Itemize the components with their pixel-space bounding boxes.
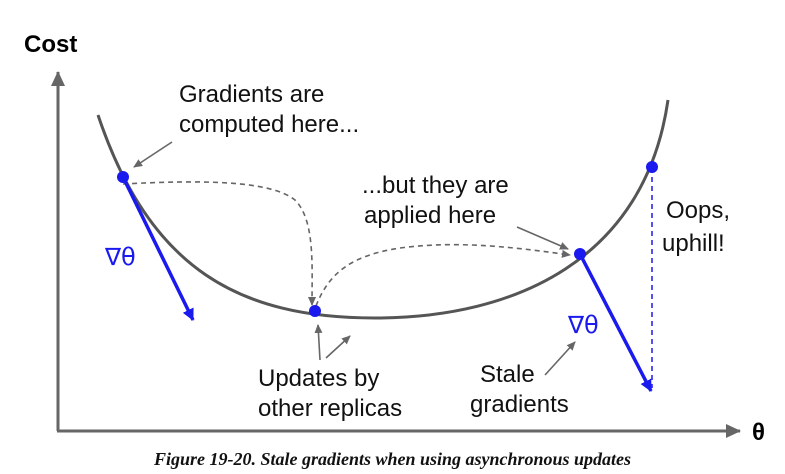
point-update — [309, 305, 321, 317]
label-oops-line1: Oops, — [666, 197, 730, 224]
dashed-path-to-applied — [315, 243, 571, 307]
pointer-updates-2 — [325, 335, 351, 359]
gradient-label-left: ∇θ — [104, 243, 136, 271]
label-stale-line2: gradients — [470, 391, 569, 418]
pointer-updates-1 — [314, 324, 323, 361]
x-axis-label: θ — [752, 419, 765, 446]
figure-caption: Figure 19-20. Stale gradients when using… — [153, 449, 632, 469]
gradient-arrow-right — [578, 253, 653, 392]
label-computed-line2: computed here... — [179, 111, 359, 138]
point-applied — [574, 248, 586, 260]
pointer-computed — [133, 141, 173, 168]
label-stale-line1: Stale — [480, 361, 535, 388]
label-oops-line2: uphill! — [662, 230, 725, 257]
dashed-path-to-update — [122, 181, 317, 306]
point-uphill — [646, 161, 658, 173]
label-applied-line2: applied here — [364, 202, 496, 229]
pointer-applied — [516, 226, 569, 250]
label-updates-line1: Updates by — [258, 365, 379, 392]
point-computed — [117, 171, 129, 183]
label-computed-line1: Gradients are — [179, 81, 324, 108]
gradient-arrow-left — [121, 176, 195, 321]
pointer-stale — [544, 341, 576, 376]
y-axis-label: Cost — [24, 31, 77, 58]
label-applied-line1: ...but they are — [362, 172, 509, 199]
cost-curve — [96, 99, 670, 320]
label-updates-line2: other replicas — [258, 395, 402, 422]
gradient-label-right: ∇θ — [567, 311, 599, 339]
